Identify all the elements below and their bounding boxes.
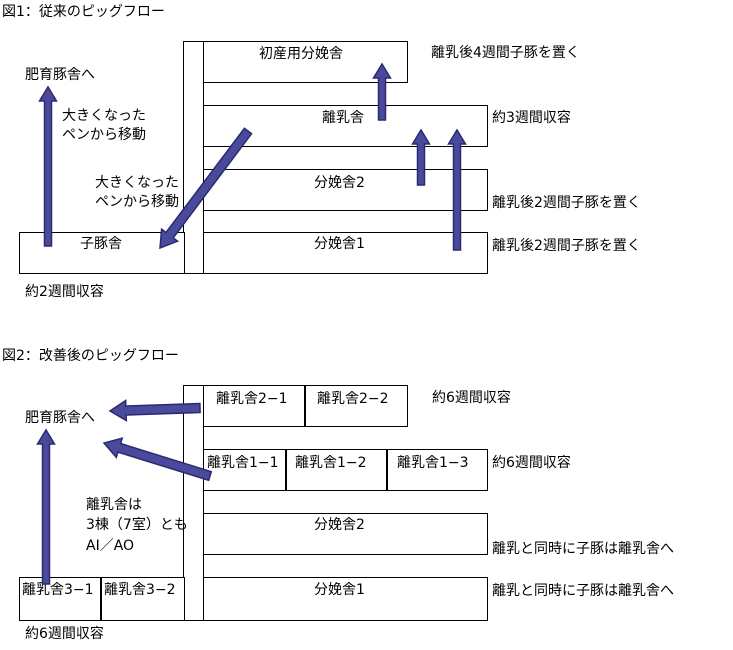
fig1-to-fattening: 肥育豚舎へ	[25, 67, 95, 83]
fig2-right-note-2: 約6週間収容	[492, 455, 571, 471]
fig2-arrow-w1-to-fattening	[102, 437, 213, 482]
fig2-barn-farrowing1-label: 分娩舎1	[314, 582, 365, 598]
fig1-barn-weaning-label: 離乳舎	[322, 110, 364, 126]
fig1-barn-farrowing1: 分娩舎1	[203, 232, 488, 274]
fig2-w3-divider	[100, 578, 102, 620]
fig2-barn-weaning-2: 離乳舎2−1 離乳舎2−2	[203, 385, 408, 427]
fig2-corridor	[183, 385, 204, 621]
fig2-right-note-1: 約6週間収容	[432, 390, 511, 406]
fig2-to-fattening: 肥育豚舎へ	[25, 410, 95, 426]
fig2-w1-divider-a	[285, 450, 287, 490]
fig2-barn-w3-2-label: 離乳舎3−2	[104, 582, 176, 598]
fig2-right-note-4: 離乳と同時に子豚は離乳舎へ	[492, 583, 674, 599]
fig1-title: 図1：従来のピッグフロー	[2, 4, 165, 20]
fig2-note-line1: 離乳舎は	[86, 497, 142, 513]
fig1-barn-farrowing-first-label: 初産用分娩舎	[259, 46, 343, 62]
fig1-note-top-line2: ペンから移動	[62, 127, 146, 143]
fig1-right-note-3: 離乳後2週間子豚を置く	[492, 195, 641, 211]
fig2-barn-weaning-1: 離乳舎1−1 離乳舎1−2 離乳舎1−3	[203, 449, 488, 491]
fig2-barn-farrowing1: 分娩舎1	[203, 577, 488, 621]
fig2-barn-farrowing2: 分娩舎2	[203, 513, 488, 555]
fig1-barn-farrowing2-label: 分娩舎2	[314, 175, 365, 191]
fig1-barn-farrowing-first: 初産用分娩舎	[203, 41, 408, 83]
fig2-barn-w2-1-label: 離乳舎2−1	[216, 391, 288, 407]
fig1-barn-farrowing1-label: 分娩舎1	[314, 236, 365, 252]
fig1-note-top-line1: 大きくなった	[62, 108, 146, 124]
fig1-barn-weaning: 離乳舎	[203, 105, 488, 147]
fig2-barn-w3-1-label: 離乳舎3−1	[22, 582, 94, 598]
fig1-right-note-2: 約3週間収容	[492, 110, 571, 126]
fig1-note-mid-line1: 大きくなった	[95, 175, 179, 191]
fig2-barn-w2-2-label: 離乳舎2−2	[317, 391, 389, 407]
fig2-w2-divider	[304, 386, 306, 426]
fig1-barn-farrowing2: 分娩舎2	[203, 169, 488, 211]
fig2-arrow-w3-to-fattening	[36, 428, 56, 585]
fig1-bottom-note: 約2週間収容	[25, 284, 104, 300]
fig1-barn-nursery-label: 子豚舎	[80, 236, 122, 252]
fig1-right-note-4: 離乳後2週間子豚を置く	[492, 238, 641, 254]
fig2-note-line3: AI／AO	[86, 538, 135, 554]
fig2-bottom-note: 約6週間収容	[25, 626, 104, 642]
fig1-note-mid-line2: ペンから移動	[95, 194, 179, 210]
fig1-arrow-to-fattening	[38, 85, 58, 247]
fig2-barn-w1-1-label: 離乳舎1−1	[207, 455, 279, 471]
fig2-arrow-w2-to-fattening	[108, 399, 201, 422]
fig1-arrow-weaning-to-first-farrowing	[372, 62, 392, 121]
fig2-note-line2: 3棟（7室）とも	[86, 517, 188, 533]
fig2-title: 図2：改善後のピッグフロー	[2, 348, 179, 364]
fig2-barn-weaning-3: 離乳舎3−1 離乳舎3−2	[19, 577, 185, 621]
fig1-arrow-farrowing2-to-weaning	[411, 128, 431, 186]
fig2-w1-divider-b	[386, 450, 388, 490]
fig2-barn-farrowing2-label: 分娩舎2	[314, 517, 365, 533]
fig1-arrow-farrowing1-to-weaning	[447, 128, 467, 251]
fig1-arrow-weaning-to-nursery	[159, 127, 253, 250]
fig2-right-note-3: 離乳と同時に子豚は離乳舎へ	[492, 541, 674, 557]
fig2-barn-w1-2-label: 離乳舎1−2	[295, 455, 367, 471]
fig2-barn-w1-3-label: 離乳舎1−3	[397, 455, 469, 471]
fig1-right-note-1: 離乳後4週間子豚を置く	[431, 45, 580, 61]
